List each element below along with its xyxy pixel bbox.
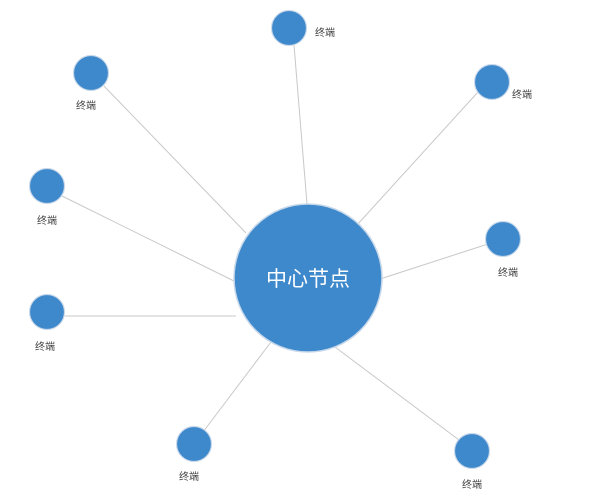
edge-top-right <box>356 91 479 226</box>
terminal-label-left: 终端 <box>35 340 55 353</box>
edge-bottom <box>202 341 272 433</box>
terminal-label-bottom: 终端 <box>179 470 199 483</box>
terminal-label-left-upper: 终端 <box>37 214 57 227</box>
terminal-label-top: 终端 <box>315 26 335 39</box>
terminal-node-bottom-right[interactable] <box>453 432 491 470</box>
terminal-node-top-left[interactable] <box>72 54 110 92</box>
terminal-label-top-left: 终端 <box>76 99 96 112</box>
center-node[interactable] <box>233 203 383 353</box>
terminal-label-right: 终端 <box>498 266 518 279</box>
edge-left-upper <box>61 195 237 283</box>
center-node-label: 中心节点 <box>266 267 350 291</box>
edge-top-left <box>103 85 247 234</box>
terminal-node-top[interactable] <box>270 9 308 47</box>
terminal-node-top-right[interactable] <box>473 63 511 101</box>
terminal-node-right[interactable] <box>484 220 522 258</box>
terminal-node-bottom[interactable] <box>175 425 213 463</box>
terminal-label-bottom-right: 终端 <box>462 478 482 491</box>
terminal-node-left-upper[interactable] <box>28 167 66 205</box>
edge-right <box>379 243 489 280</box>
terminal-node-left[interactable] <box>28 293 66 331</box>
edge-bottom-right <box>334 346 460 441</box>
edge-top <box>293 44 308 205</box>
terminal-label-top-right: 终端 <box>512 88 532 101</box>
